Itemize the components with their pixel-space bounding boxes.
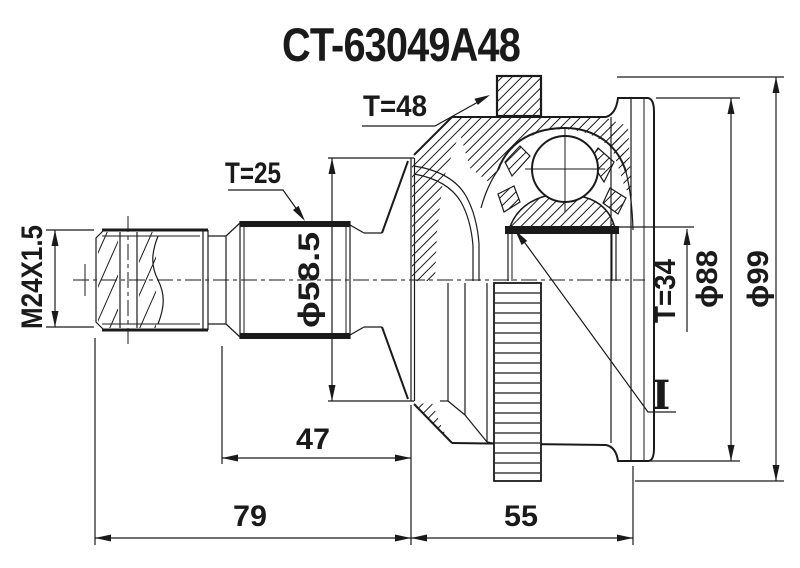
dimension-m24 — [46, 229, 94, 328]
leader-t48 — [362, 95, 490, 127]
dim-79-text: 79 — [233, 500, 267, 533]
dimension-55 — [411, 466, 634, 545]
dim-phi58-5-text: ϕ58.5 — [293, 232, 326, 328]
dimension-phi99 — [617, 76, 784, 482]
leader-inner-race-mark — [515, 230, 676, 413]
dim-47-text: 47 — [296, 423, 330, 456]
dimension-phi58-5 — [328, 158, 336, 401]
centerlines — [73, 216, 645, 344]
dimension-47 — [221, 346, 411, 464]
part-number-title: CT-63049A48 — [282, 18, 520, 71]
inner-race-mark-text: I — [652, 372, 671, 419]
abs-ring-section — [495, 74, 543, 118]
label-m24x1-5: M24X1.5 — [16, 225, 49, 329]
dim-phi88-text: ϕ88 — [691, 250, 724, 308]
dim-55-text: 55 — [504, 500, 538, 533]
dimension-phi88 — [635, 97, 740, 462]
abs-ring — [493, 282, 542, 482]
shaft-spline — [239, 160, 409, 400]
dim-phi99-text: ϕ99 — [742, 250, 775, 308]
label-t25: T=25 — [225, 157, 281, 190]
leader-t34 — [618, 226, 694, 332]
label-t34: T=34 — [649, 259, 682, 323]
leader-t25 — [228, 189, 305, 221]
dimension-79 — [94, 338, 412, 545]
ball-bearing — [525, 128, 605, 212]
inner-race-spline-bore — [505, 226, 619, 281]
label-t48: T=48 — [363, 90, 427, 123]
